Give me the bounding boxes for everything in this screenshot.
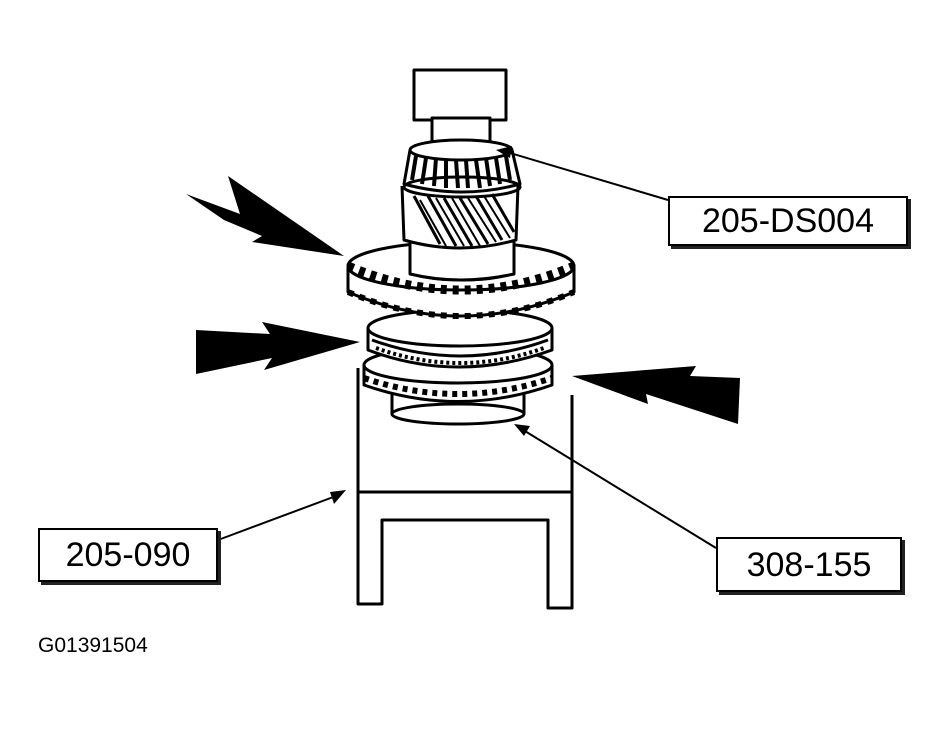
callout-tool-upper: 205-DS004 — [668, 196, 908, 246]
leader-arrowheads — [330, 146, 530, 504]
bearing-cone — [402, 138, 522, 199]
callout-tool-upper-label: 205-DS004 — [701, 202, 874, 240]
figure-id: G01391504 — [38, 634, 148, 657]
callout-tool-fixture: 205-090 — [38, 528, 218, 582]
press-arrow-middle-left — [196, 322, 360, 374]
helical-gear — [400, 185, 520, 250]
callout-tool-lower: 308-155 — [716, 537, 902, 592]
synchro-hub — [366, 308, 554, 369]
callout-tool-fixture-label: 205-090 — [65, 536, 191, 574]
press-arrow-right — [572, 366, 740, 424]
leader-lines — [217, 149, 717, 549]
press-arrow-upper-left — [186, 176, 344, 256]
shaft-lower — [408, 242, 516, 282]
callout-tool-lower-label: 308-155 — [746, 545, 872, 584]
press-shaft — [412, 68, 508, 152]
